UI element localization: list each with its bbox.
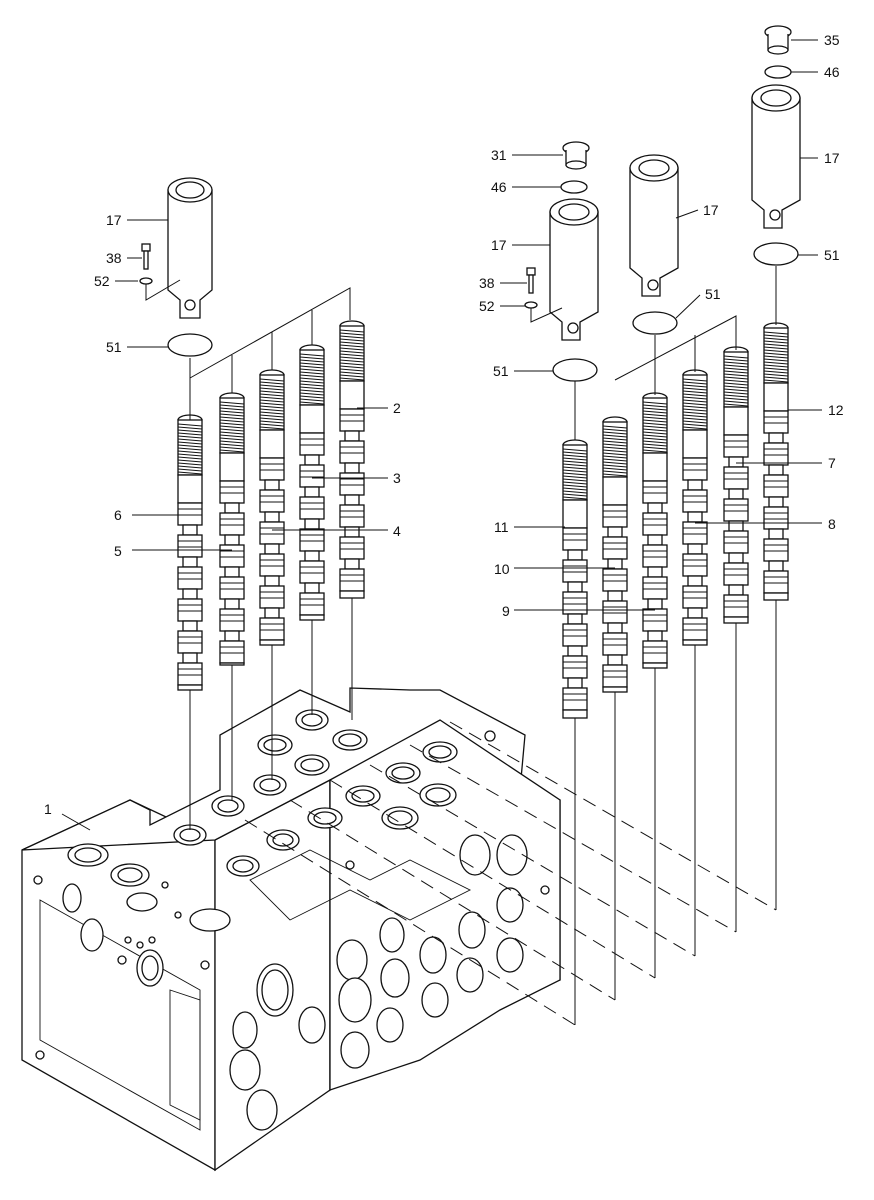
callout-17-right-b: 17 xyxy=(703,202,719,218)
callout-17-left: 17 xyxy=(106,212,122,228)
callout-4: 4 xyxy=(393,523,401,539)
callout-7: 7 xyxy=(828,455,836,471)
callout-labels: 1 2 3 4 5 6 7 8 9 10 11 12 17 17 17 17 3… xyxy=(44,32,844,817)
callout-46-a: 46 xyxy=(491,179,507,195)
callout-51-right-c: 51 xyxy=(824,247,840,263)
washer-52-left xyxy=(139,277,153,285)
spool-5 xyxy=(219,392,245,666)
spool-2 xyxy=(339,320,365,599)
callout-12: 12 xyxy=(828,402,844,418)
callout-51-right-a: 51 xyxy=(493,363,509,379)
callout-17-right-c: 17 xyxy=(824,150,840,166)
spool-9 xyxy=(642,392,668,669)
callout-9: 9 xyxy=(502,603,510,619)
spool-group-right xyxy=(562,322,789,719)
spool-8 xyxy=(682,369,708,646)
callout-51-right-b: 51 xyxy=(705,286,721,302)
body-top-ports xyxy=(67,709,458,932)
callout-3: 3 xyxy=(393,470,401,486)
seal-51-right-c xyxy=(753,242,799,266)
callout-38-left: 38 xyxy=(106,250,122,266)
cover-right-c xyxy=(751,84,801,229)
spool-group-left xyxy=(177,320,365,691)
callout-46-b: 46 xyxy=(824,64,840,80)
washer-52-right xyxy=(524,301,538,309)
leader-lines xyxy=(61,39,822,831)
bolt-38-left xyxy=(141,243,151,270)
callout-1: 1 xyxy=(44,801,52,817)
callout-35: 35 xyxy=(824,32,840,48)
plug-35 xyxy=(764,25,792,55)
insertion-lines xyxy=(189,266,777,1026)
spool-12 xyxy=(763,322,789,601)
covers xyxy=(139,25,801,382)
callout-38-right: 38 xyxy=(479,275,495,291)
spool-3 xyxy=(299,344,325,621)
spool-10 xyxy=(602,416,628,693)
callout-8: 8 xyxy=(828,516,836,532)
callout-51-left: 51 xyxy=(106,339,122,355)
spool-6 xyxy=(177,414,203,691)
cover-right-b xyxy=(629,154,679,297)
spool-11 xyxy=(562,439,588,719)
spool-4 xyxy=(259,369,285,646)
seal-51-right-b xyxy=(632,311,678,335)
callout-2: 2 xyxy=(393,400,401,416)
body-side-ports xyxy=(33,730,550,1131)
cover-right-a xyxy=(549,198,599,341)
callout-31: 31 xyxy=(491,147,507,163)
spool-7 xyxy=(723,346,749,624)
seal-51-right-a xyxy=(552,358,598,382)
o-ring-46-a xyxy=(560,180,588,194)
seal-51-left xyxy=(167,333,213,357)
plug-31 xyxy=(562,141,590,170)
callout-17-right-a: 17 xyxy=(491,237,507,253)
callout-52-right: 52 xyxy=(479,298,495,314)
callout-6: 6 xyxy=(114,507,122,523)
o-ring-46-b xyxy=(764,65,792,79)
bolt-38-right xyxy=(526,267,536,294)
cover-left xyxy=(167,177,213,319)
callout-11: 11 xyxy=(494,519,509,535)
valve-body xyxy=(21,687,561,1172)
callout-5: 5 xyxy=(114,543,122,559)
callout-52-left: 52 xyxy=(94,273,110,289)
callout-10: 10 xyxy=(494,561,510,577)
